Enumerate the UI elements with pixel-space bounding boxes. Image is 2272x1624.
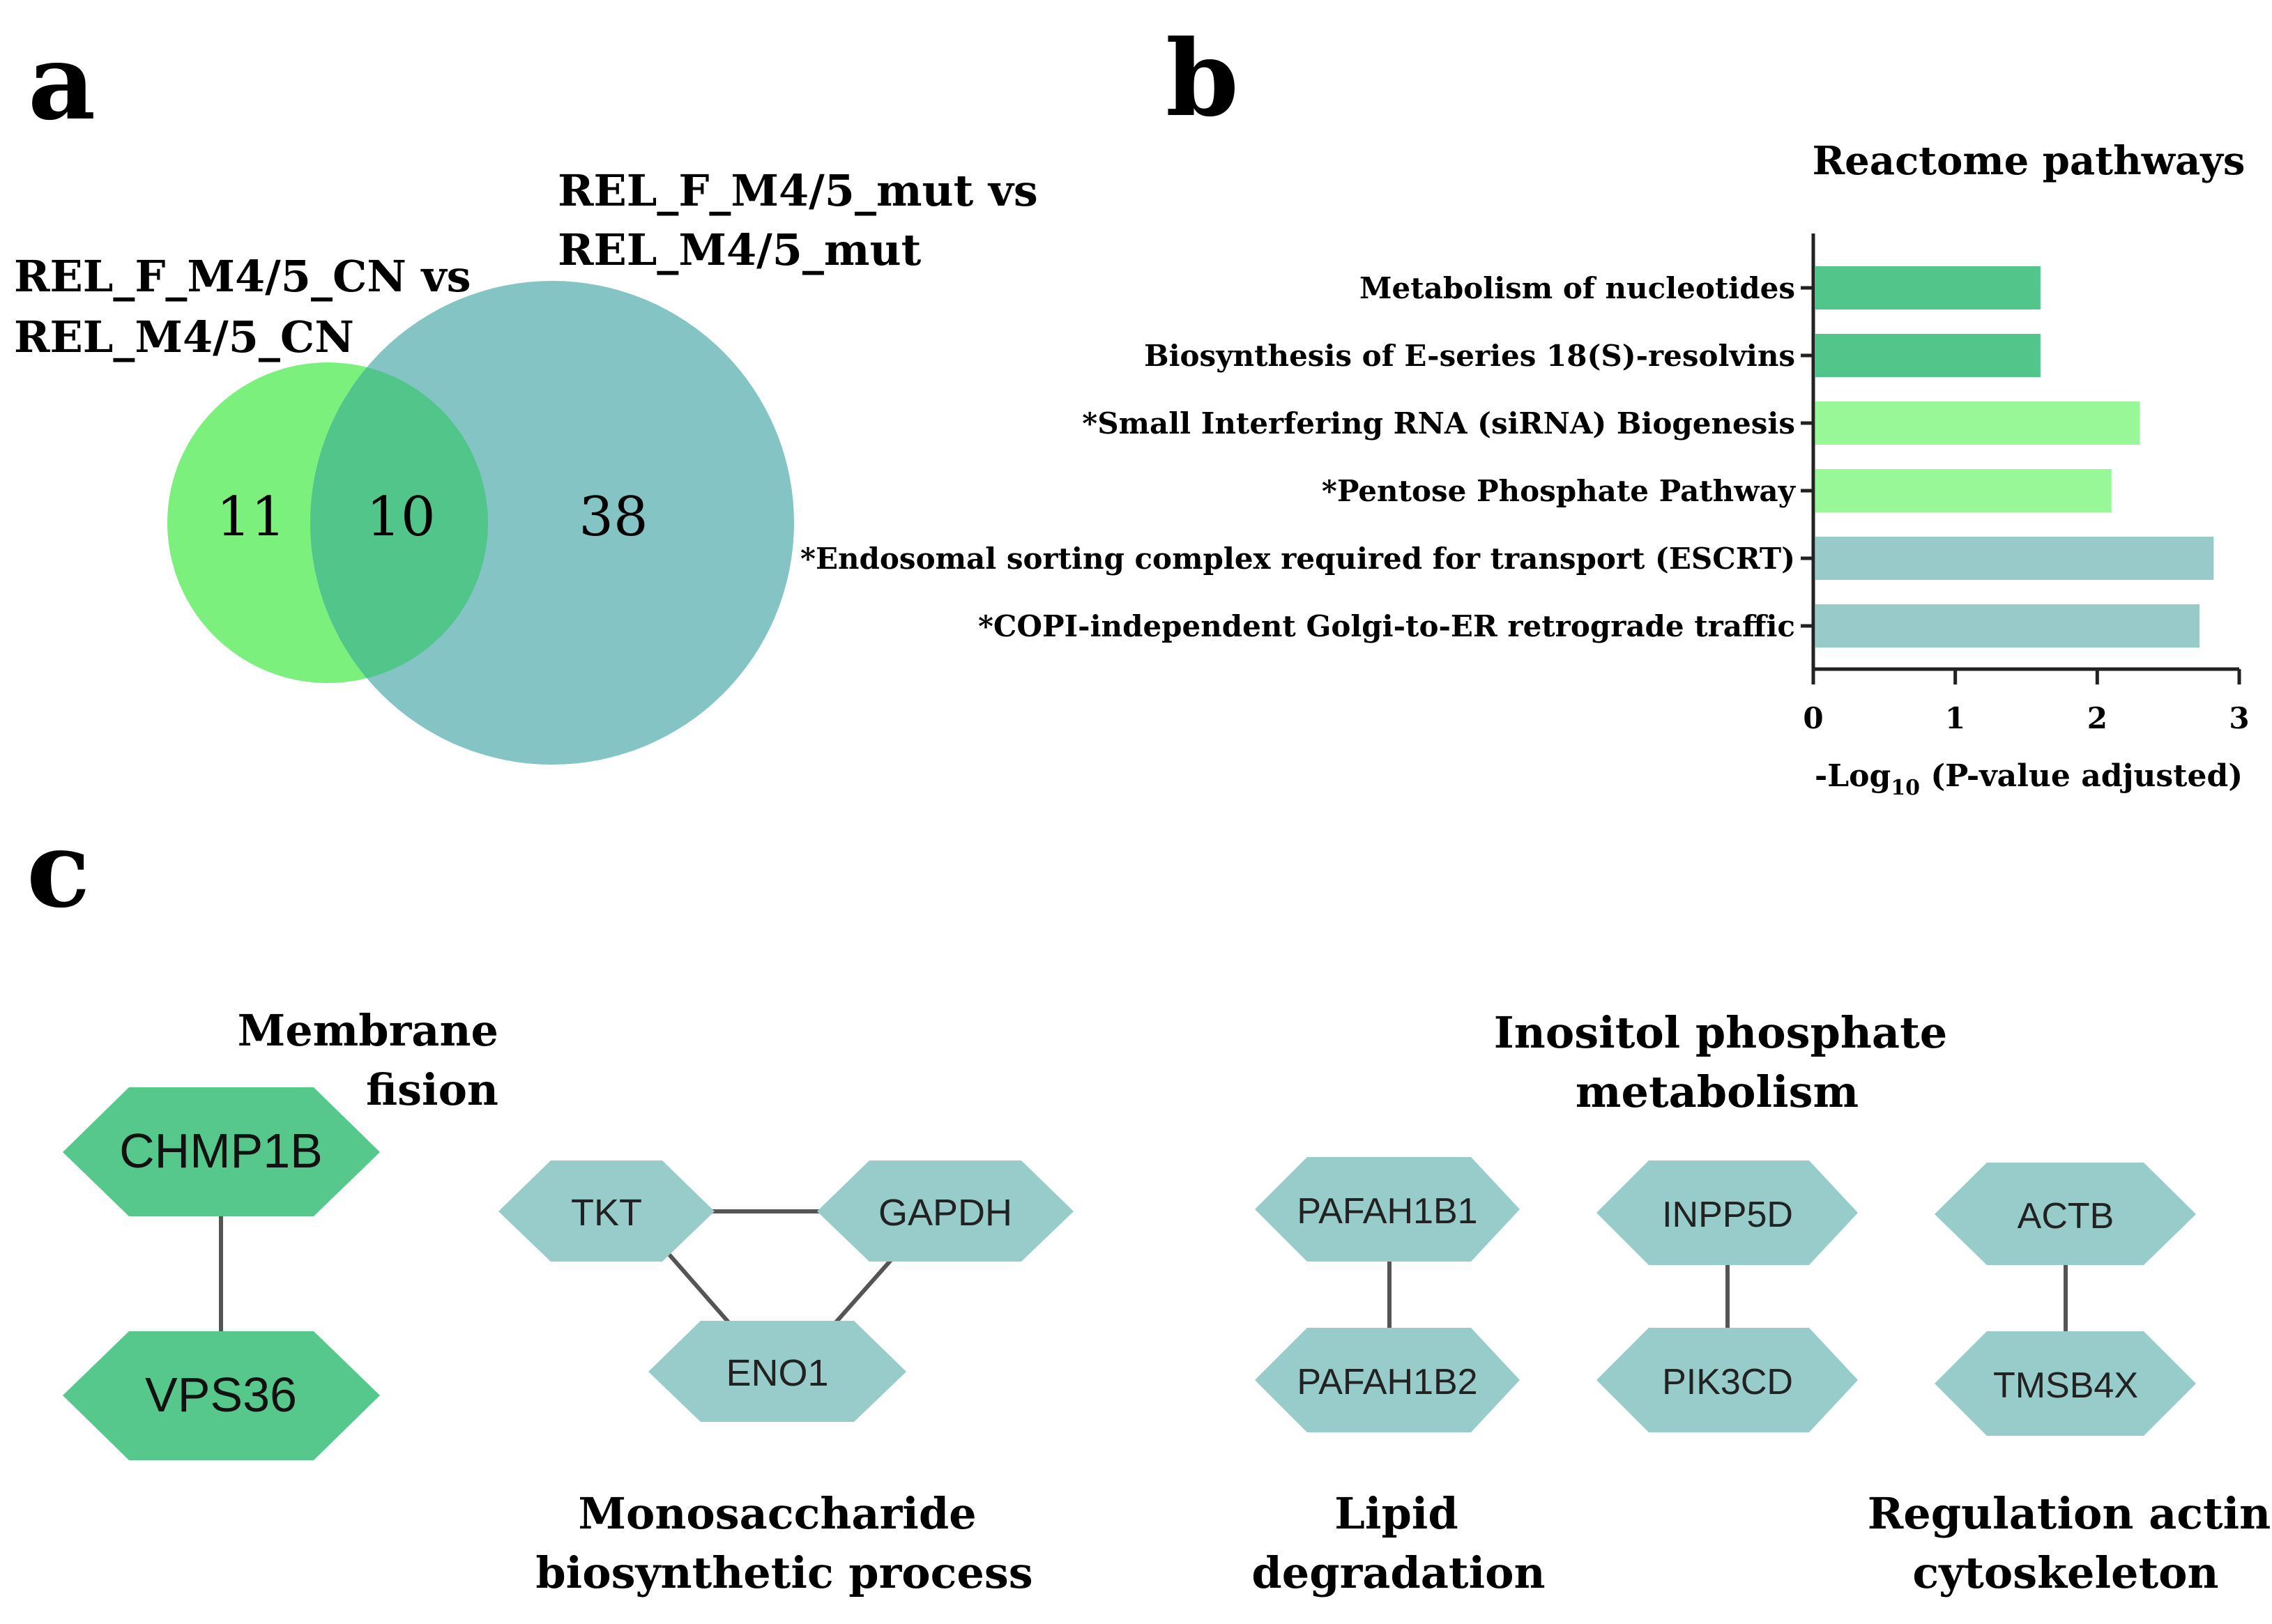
category-label-6: *COPI-independent Golgi-to-ER retrograde… xyxy=(978,609,1795,643)
x-axis-label-subscript: 10 xyxy=(1891,776,1920,800)
node-pafah1b2 xyxy=(1255,1328,1520,1432)
bars-layer xyxy=(1815,266,2214,648)
x-axis-label-suffix: (P-value adjusted) xyxy=(1920,758,2243,794)
x-tick-label-0: 0 xyxy=(1803,701,1823,735)
category-label-3: *Small Interfering RNA (siRNA) Biogenesi… xyxy=(1082,406,1795,441)
network-panel: CHMP1B VPS36 Membrane fision TKT GAPDH E… xyxy=(63,1005,2271,1598)
node-inpp5d xyxy=(1596,1160,1858,1265)
group-lipid-degradation: PAFAH1B1 PAFAH1B2 Lipid degradation xyxy=(1251,1157,1546,1598)
x-axis-label-prefix: -Log xyxy=(1815,758,1891,794)
bar-6 xyxy=(1815,604,2199,648)
edge-gapdh-eno1 xyxy=(829,1253,898,1329)
panel-label-b: b xyxy=(1166,17,1239,140)
node-tkt xyxy=(498,1160,715,1262)
node-label-chmp1b: CHMP1B xyxy=(119,1124,323,1178)
group-label-monosaccharide-line1: Monosaccharide xyxy=(578,1488,976,1539)
group-inositol-phosphate: INPP5D PIK3CD Inositol phosphate metabol… xyxy=(1494,1007,1947,1432)
group-regulation-actin: ACTB TMSB4X Regulation actin cytoskeleto… xyxy=(1868,1163,2271,1598)
node-gapdh xyxy=(817,1160,1074,1262)
chart-title: Reactome pathways xyxy=(1813,138,2246,184)
node-pafah1b1 xyxy=(1255,1157,1520,1262)
category-label-2: Biosynthesis of E-series 18(S)-resolvins xyxy=(1144,339,1795,373)
reactome-bar-chart: Reactome pathways Metabolism of nucleoti… xyxy=(800,138,2250,800)
venn-overlap-count: 10 xyxy=(366,486,435,549)
category-label-4: *Pentose Phosphate Pathway xyxy=(1322,474,1797,508)
group-monosaccharide: TKT GAPDH ENO1 Monosaccharide biosynthet… xyxy=(498,1160,1074,1598)
x-tick-label-1: 1 xyxy=(1945,701,1965,735)
group-label-monosaccharide-line2: biosynthetic process xyxy=(535,1547,1032,1598)
venn-left-label-line2: REL_M4/5_CN xyxy=(14,312,354,362)
venn-right-label-line2: REL_M4/5_mut xyxy=(558,224,922,275)
node-label-eno1: ENO1 xyxy=(726,1352,828,1394)
edge-tkt-eno1 xyxy=(667,1253,735,1329)
node-label-pik3cd: PIK3CD xyxy=(1662,1362,1793,1402)
node-chmp1b xyxy=(63,1087,380,1216)
group-label-inositol-line1: Inositol phosphate xyxy=(1494,1007,1947,1058)
node-vps36 xyxy=(63,1331,380,1460)
group-membrane-fision: CHMP1B VPS36 Membrane fision xyxy=(63,1005,498,1460)
node-label-tmsb4x: TMSB4X xyxy=(1993,1365,2138,1406)
node-label-vps36: VPS36 xyxy=(145,1368,297,1422)
group-label-lipid-line1: Lipid xyxy=(1334,1488,1458,1539)
node-tmsb4x xyxy=(1935,1331,2196,1436)
panel-label-c: c xyxy=(26,809,90,931)
node-label-pafah1b1: PAFAH1B1 xyxy=(1297,1191,1477,1232)
bar-5 xyxy=(1815,537,2214,580)
group-label-actin-line1: Regulation actin xyxy=(1868,1488,2271,1539)
venn-diagram: REL_F_M4/5_CN vs REL_M4/5_CN REL_F_M4/5_… xyxy=(14,165,1038,765)
node-pik3cd xyxy=(1596,1328,1858,1432)
node-label-gapdh: GAPDH xyxy=(878,1192,1012,1234)
category-label-5: *Endosomal sorting complex required for … xyxy=(800,542,1795,576)
venn-left-label-line1: REL_F_M4/5_CN vs xyxy=(14,251,471,302)
venn-right-only-count: 38 xyxy=(579,486,648,549)
category-label-1: Metabolism of nucleotides xyxy=(1359,271,1795,305)
node-label-pafah1b2: PAFAH1B2 xyxy=(1297,1362,1477,1402)
bar-3 xyxy=(1815,401,2140,445)
group-label-inositol-line2: metabolism xyxy=(1576,1066,1859,1117)
x-axis-label: -Log10 (P-value adjusted) xyxy=(1815,758,2243,800)
x-tick-label-3: 3 xyxy=(2229,701,2249,735)
bar-4 xyxy=(1815,469,2112,512)
venn-overlap-region xyxy=(310,362,488,683)
group-label-membrane-line2: fision xyxy=(366,1064,498,1115)
node-label-tkt: TKT xyxy=(571,1192,642,1234)
bar-1 xyxy=(1815,266,2041,309)
node-actb xyxy=(1935,1163,2196,1265)
node-label-inpp5d: INPP5D xyxy=(1662,1195,1793,1235)
x-tick-label-2: 2 xyxy=(2087,701,2107,735)
bar-2 xyxy=(1815,334,2041,377)
venn-right-label-line1: REL_F_M4/5_mut vs xyxy=(558,165,1038,216)
venn-left-only-count: 11 xyxy=(216,486,285,549)
group-label-actin-line2: cytoskeleton xyxy=(1912,1547,2218,1598)
panel-label-a: a xyxy=(28,21,96,144)
node-eno1 xyxy=(648,1321,906,1422)
node-label-actb: ACTB xyxy=(2018,1196,2114,1236)
group-label-membrane-line1: Membrane xyxy=(238,1005,498,1056)
group-label-lipid-line2: degradation xyxy=(1251,1547,1545,1598)
